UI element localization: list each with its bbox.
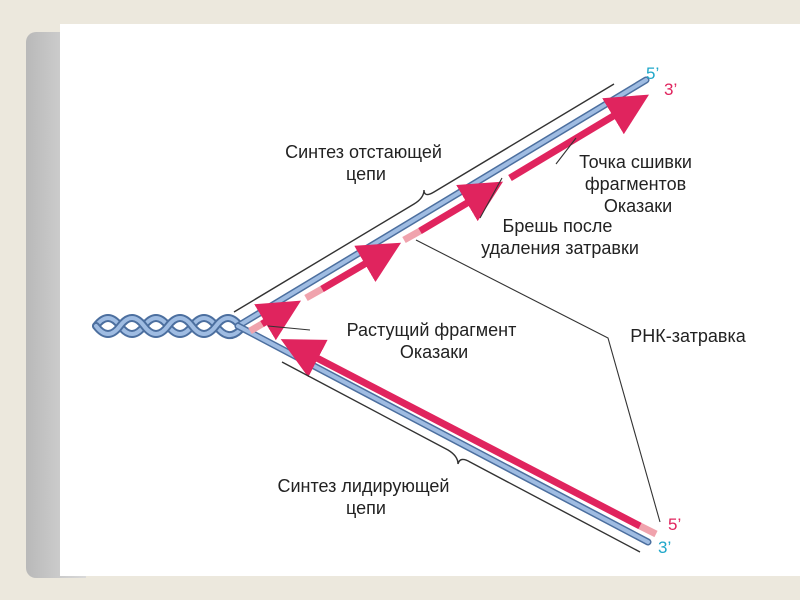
top-three-prime-label: 3’ (664, 80, 677, 99)
parental-dna-helix (92, 314, 244, 340)
primer-gap-label: Брешь после удаления затравки (481, 216, 639, 258)
primer-segment (304, 285, 324, 302)
slide (60, 24, 800, 576)
okazaki-fragment-arrow (418, 181, 504, 235)
callout-lines (267, 137, 661, 523)
lagging-template-strand (234, 76, 650, 330)
leading-brace (281, 361, 641, 553)
leading-strand-arrow (280, 339, 642, 530)
lagging-brace (233, 83, 615, 313)
primer-segment (248, 320, 264, 335)
lagging-synthesis-label: Синтез отстающей цепи (285, 142, 447, 184)
bottom-five-prime-label: 5’ (668, 515, 681, 534)
primer-segment (402, 227, 422, 244)
leading-primer (638, 522, 658, 538)
top-five-prime-label: 5’ (646, 64, 659, 83)
growing-fragment-label: Растущий фрагмент Оказаки (347, 320, 522, 362)
ligation-point-label: Точка сшивки фрагментов Оказаки (579, 152, 697, 216)
leading-synthesis-label: Синтез лидирующей цепи (277, 476, 454, 518)
okazaki-fragment-arrow (320, 242, 402, 293)
okazaki-fragment-arrow (254, 300, 302, 341)
leading-new-strand (280, 339, 658, 538)
rna-primer-label: РНК-затравка (630, 326, 746, 346)
bottom-three-prime-label: 3’ (658, 538, 671, 557)
